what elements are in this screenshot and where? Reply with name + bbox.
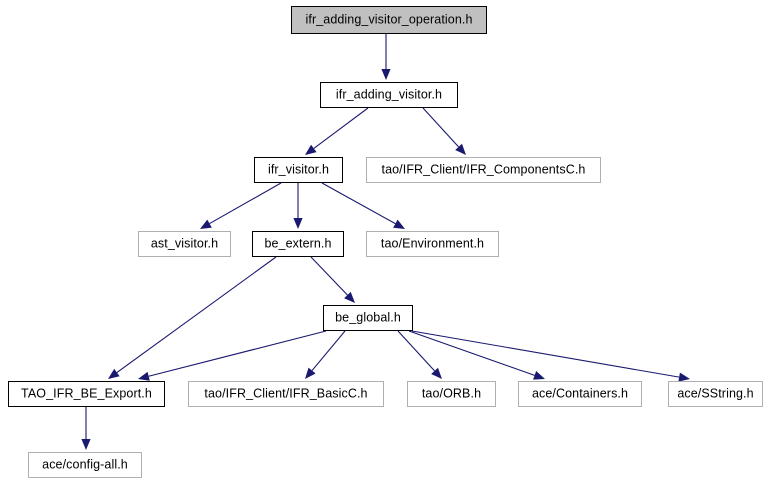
edge-line (209, 182, 282, 225)
arrowhead-icon (293, 218, 303, 229)
graph-node-ifr-adding-visitor-operation-h[interactable]: ifr_adding_visitor_operation.h (291, 6, 487, 34)
edge-n7-to-n10 (397, 330, 442, 379)
arrowhead-icon (533, 371, 545, 380)
edge-n5-to-n7 (310, 256, 355, 303)
arrowhead-icon (431, 367, 442, 379)
node-label: ace/Containers.h (531, 386, 629, 401)
graph-node-tao-environment-h[interactable]: tao/Environment.h (366, 231, 499, 257)
edge-n5-to-n8 (108, 256, 277, 379)
edge-n7-to-n9 (305, 330, 346, 379)
graph-node-tao-ifr-client-ifr-basicc-h[interactable]: tao/IFR_Client/IFR_BasicC.h (188, 381, 384, 407)
arrowhead-icon (455, 143, 466, 155)
arrowhead-icon (344, 291, 355, 303)
edge-n7-to-n11 (408, 330, 545, 380)
graph-node-tao-ifr-client-ifr-componentsc-h[interactable]: tao/IFR_Client/IFR_ComponentsC.h (366, 157, 601, 183)
node-label: tao/Environment.h (380, 236, 485, 251)
node-label: ast_visitor.h (150, 236, 219, 251)
edge-n0-to-n1 (381, 34, 391, 80)
edge-line (422, 107, 459, 148)
node-label: ace/SString.h (677, 386, 754, 401)
edge-n2-to-n6 (321, 182, 405, 229)
graph-node-be-extern-h[interactable]: be_extern.h (252, 231, 344, 257)
arrowhead-icon (678, 372, 690, 382)
graph-node-ifr-visitor-h[interactable]: ifr_visitor.h (254, 157, 343, 183)
graph-node-tao-ifr-be-export-h[interactable]: TAO_IFR_BE_Export.h (8, 381, 165, 407)
edge-line (321, 182, 396, 225)
edge-line (311, 330, 346, 371)
edge-line (313, 107, 369, 149)
arrowhead-icon (381, 69, 391, 80)
node-label: be_global.h (335, 310, 401, 325)
edge-line (397, 330, 435, 372)
graph-node-tao-orb-h[interactable]: tao/ORB.h (407, 381, 496, 407)
edge-n1-to-n3 (422, 107, 466, 155)
arrowhead-icon (138, 371, 150, 381)
node-label: tao/ORB.h (421, 386, 482, 401)
arrowhead-icon (305, 367, 316, 379)
node-label: ifr_adding_visitor.h (335, 87, 443, 102)
arrowhead-icon (81, 439, 91, 450)
edge-n1-to-n2 (305, 107, 369, 155)
graph-node-ace-containers-h[interactable]: ace/Containers.h (518, 381, 642, 407)
arrowhead-icon (393, 219, 405, 229)
node-label: be_extern.h (264, 236, 332, 251)
edge-line (408, 330, 535, 376)
edge-n7-to-n12 (411, 330, 690, 382)
node-label: TAO_IFR_BE_Export.h (21, 386, 152, 401)
edge-n8-to-n13 (81, 407, 91, 450)
graph-node-ifr-adding-visitor-h[interactable]: ifr_adding_visitor.h (320, 82, 458, 108)
node-label: ace/config-all.h (42, 457, 128, 472)
edge-line (310, 256, 348, 296)
graph-node-ace-sstring-h[interactable]: ace/SString.h (668, 381, 763, 407)
edge-line (148, 330, 327, 377)
edge-n2-to-n4 (200, 182, 282, 229)
arrowhead-icon (305, 144, 317, 155)
node-label: tao/IFR_Client/IFR_ComponentsC.h (381, 162, 586, 177)
arrowhead-icon (200, 219, 212, 229)
edge-n2-to-n5 (293, 183, 303, 229)
edge-n7-to-n8 (138, 330, 327, 381)
node-label: ifr_adding_visitor_operation.h (305, 12, 473, 27)
node-label: tao/IFR_Client/IFR_BasicC.h (204, 386, 368, 401)
graph-node-ace-config-all-h[interactable]: ace/config-all.h (28, 452, 142, 478)
edge-line (411, 330, 680, 378)
graph-node-be-global-h[interactable]: be_global.h (323, 305, 413, 331)
graph-node-ast-visitor-h[interactable]: ast_visitor.h (138, 231, 231, 257)
arrowhead-icon (108, 368, 120, 379)
node-label: ifr_visitor.h (267, 162, 330, 177)
edge-line (116, 256, 277, 373)
